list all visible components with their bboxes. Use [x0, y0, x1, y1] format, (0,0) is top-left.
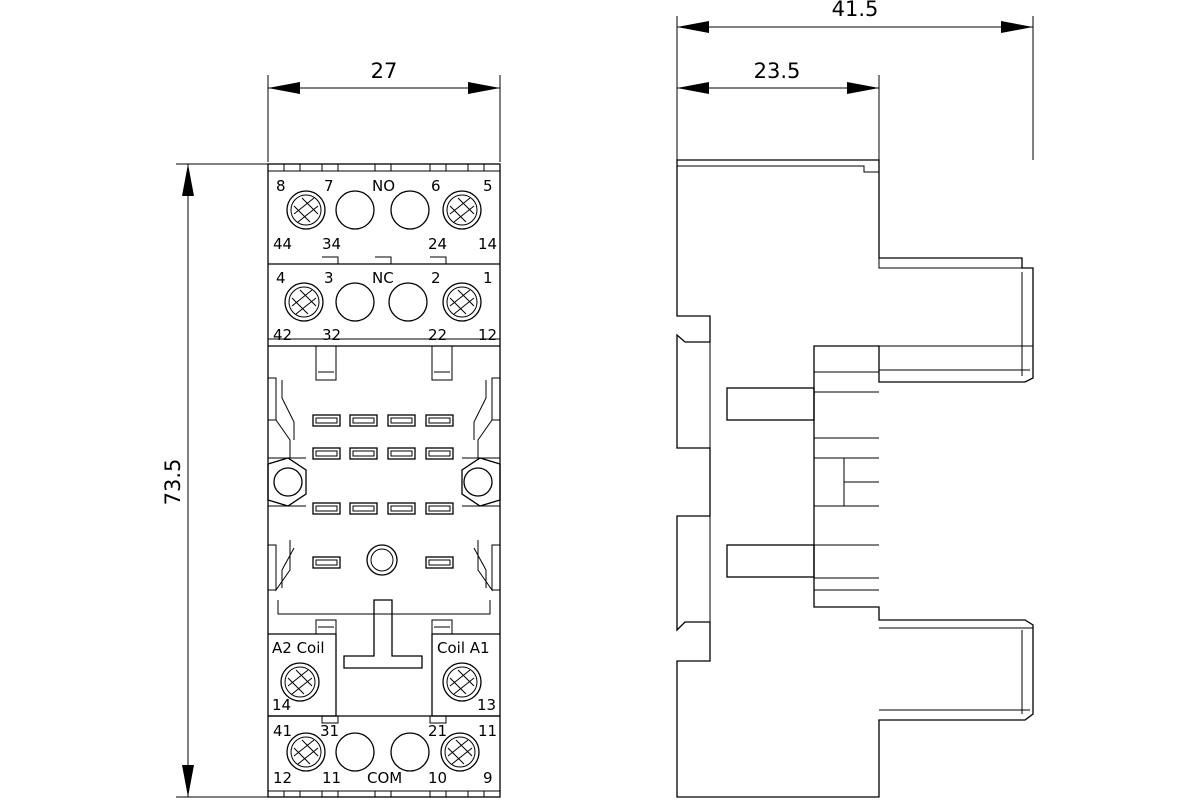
terminal-label: 11 [322, 769, 341, 787]
release-tab [343, 599, 423, 669]
front-view: 8 7 NO 6 5 44 34 24 14 4 3 NC 2 1 42 32 … [267, 163, 501, 798]
bottom-terminal-block: 41 31 21 11 12 11 COM 10 9 [268, 715, 500, 797]
screw-terminal-11-9 [440, 732, 480, 772]
terminal-label: 24 [428, 235, 447, 253]
front-height-dimension: 73.5 [161, 163, 268, 798]
coil-label-left: A2 Coil [272, 639, 325, 657]
terminal-label: 21 [428, 722, 447, 740]
side-total-width-label: 41.5 [832, 0, 879, 21]
terminal-label: 10 [428, 769, 447, 787]
front-width-dimension: 27 [267, 59, 501, 162]
pin-upper [726, 387, 815, 421]
middle-section [267, 346, 501, 669]
terminal-label: 3 [324, 269, 334, 287]
contact-slots [312, 414, 454, 569]
side-partial-width-dimension: 23.5 [677, 59, 880, 165]
screw-terminal-2-1 [442, 282, 482, 322]
terminal-label: NC [372, 269, 394, 287]
terminal-label: 41 [273, 722, 292, 740]
coil-block-right: Coil A1 13 [431, 619, 500, 717]
side-partial-width-label: 23.5 [754, 59, 801, 83]
terminal-label: 32 [322, 326, 341, 344]
screw-terminal-41-12 [286, 732, 326, 772]
terminal-hole [388, 282, 428, 322]
terminal-label: 34 [322, 235, 341, 253]
terminal-label: 12 [478, 326, 497, 344]
terminal-label: 8 [276, 177, 286, 195]
terminal-hole [335, 190, 375, 230]
pin-lower [726, 544, 815, 578]
coil-num-left: 14 [272, 696, 291, 714]
terminal-label: 5 [483, 177, 493, 195]
front-height-label: 73.5 [161, 459, 185, 506]
terminal-label: 11 [478, 722, 497, 740]
terminal-label: 1 [483, 269, 493, 287]
terminal-label: 44 [273, 235, 292, 253]
screw-terminal-4-3 [284, 282, 324, 322]
side-view [676, 159, 1034, 798]
terminal-label: 31 [320, 722, 339, 740]
terminal-hole [335, 732, 375, 772]
terminal-label: 6 [431, 177, 441, 195]
center-pin-hole [366, 544, 398, 576]
coil-label-right: Coil A1 [437, 639, 490, 657]
terminal-label: 2 [431, 269, 441, 287]
terminal-hole [335, 282, 375, 322]
side-total-width-dimension: 41.5 [676, 0, 1034, 160]
terminal-label: 4 [276, 269, 286, 287]
terminal-label: 22 [428, 326, 447, 344]
front-width-label: 27 [371, 59, 398, 83]
coil-num-right: 13 [477, 696, 496, 714]
coil-block-left: A2 Coil 14 [268, 619, 337, 717]
terminal-hole [390, 190, 430, 230]
screw-terminal-8-7 [286, 190, 326, 230]
terminal-label: 7 [324, 177, 334, 195]
terminal-label: NO [372, 177, 395, 195]
terminal-hole [390, 732, 430, 772]
terminal-label: 42 [273, 326, 292, 344]
screw-terminal-6-5 [442, 190, 482, 230]
terminal-label: 12 [273, 769, 292, 787]
terminal-label: 14 [478, 235, 497, 253]
terminal-label: 9 [483, 769, 493, 787]
terminal-label: COM [367, 769, 402, 787]
